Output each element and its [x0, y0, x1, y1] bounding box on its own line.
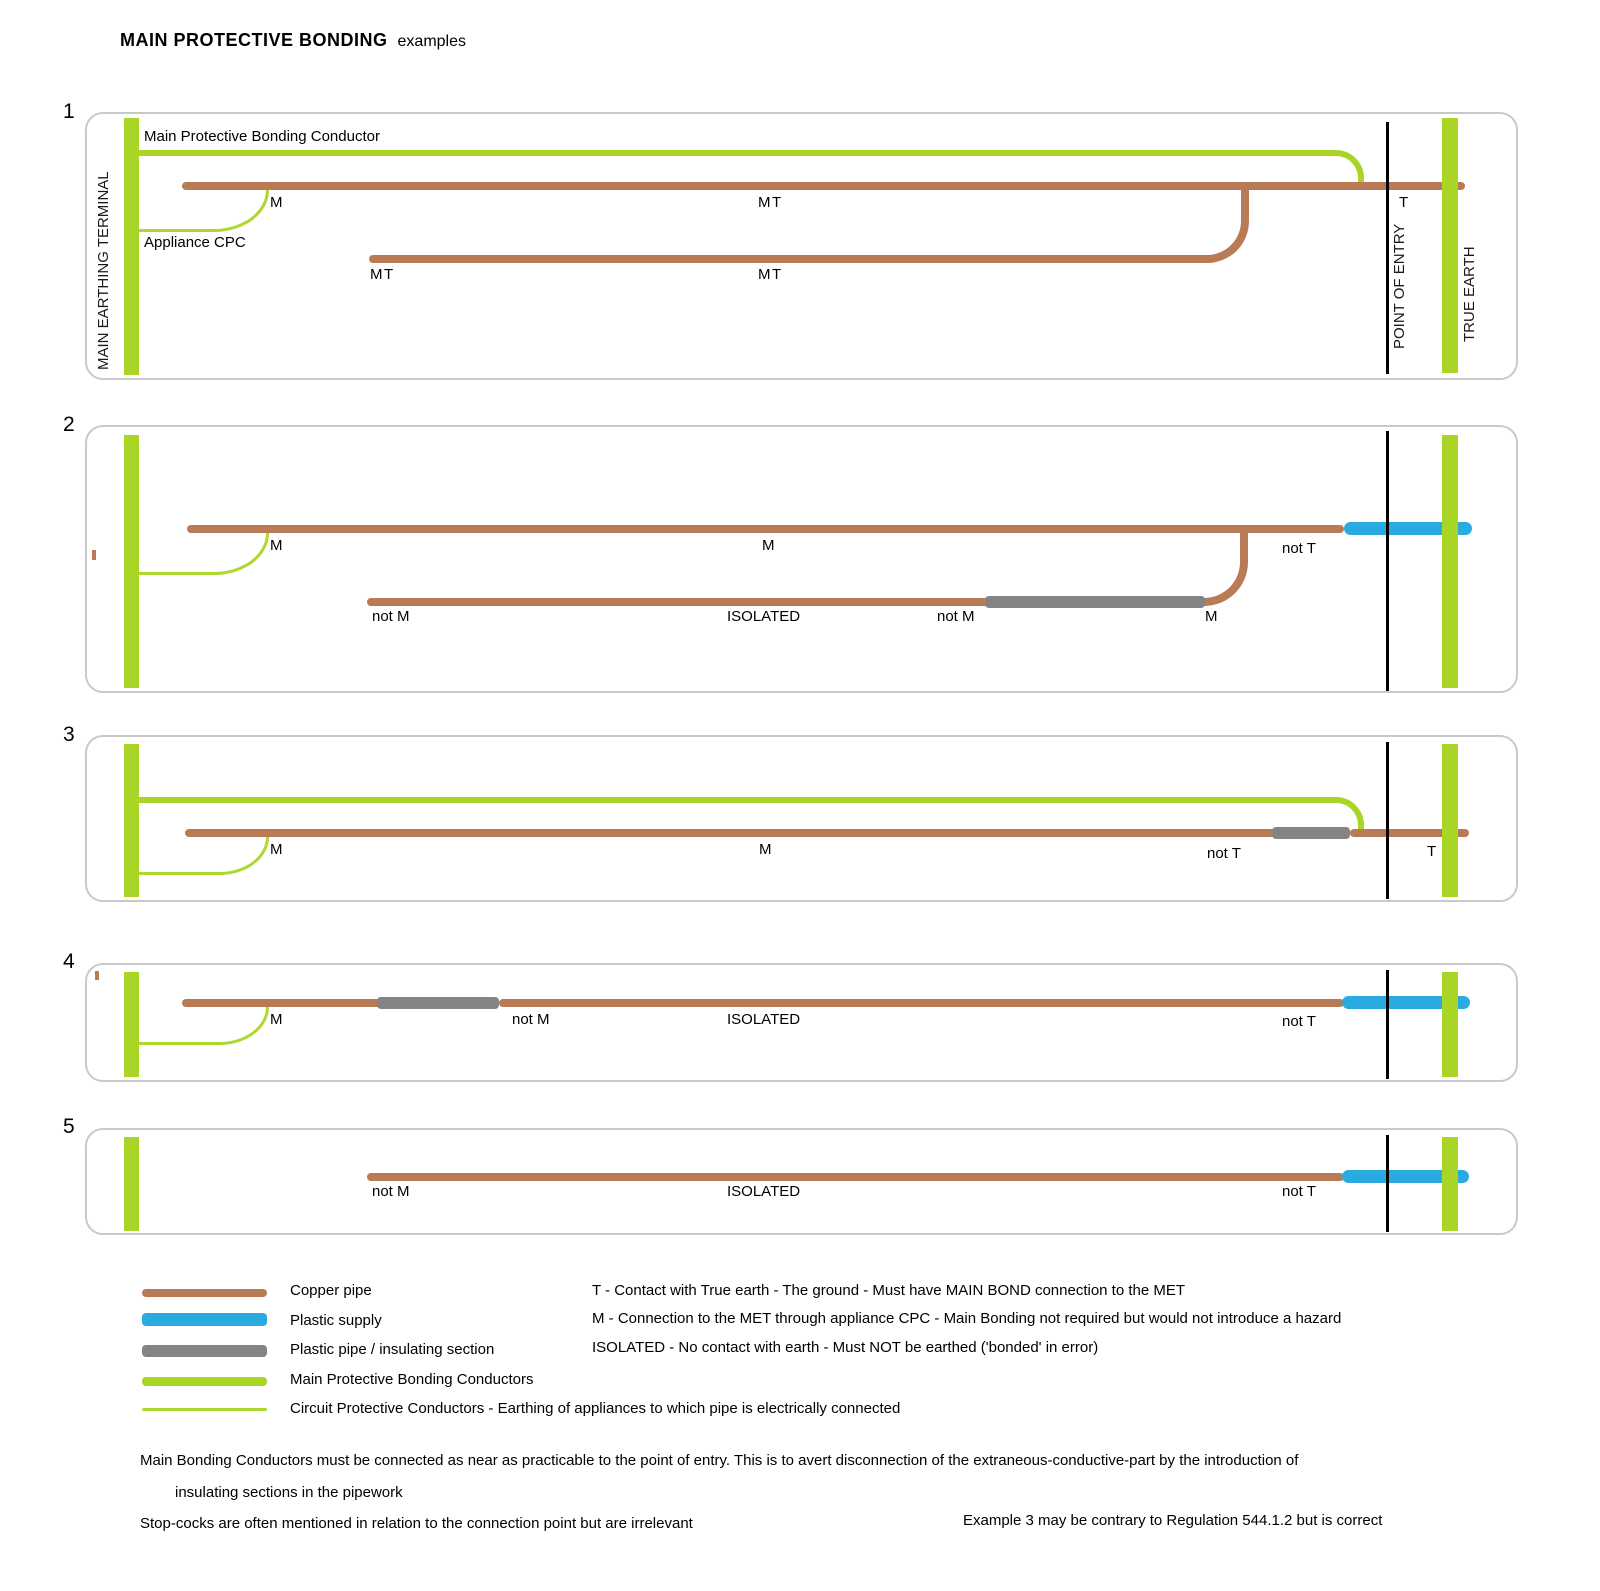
- appliance-cpc-label: Appliance CPC: [144, 234, 246, 251]
- pipe-label-t: T: [1427, 843, 1437, 860]
- note-stop-cocks: Stop-cocks are often mentioned in relati…: [140, 1515, 693, 1532]
- true-earth-bar: [1442, 435, 1458, 688]
- definition-m: M - Connection to the MET through applia…: [592, 1310, 1342, 1327]
- main-earthing-terminal-bar: [124, 118, 139, 375]
- copper-pipe: [367, 1173, 1344, 1181]
- cpc-swatch: [142, 1408, 267, 1411]
- true-earth-label: TRUE EARTH: [1461, 246, 1478, 342]
- page-title-main: MAIN PROTECTIVE BONDING: [120, 30, 388, 50]
- pipe-label-m: M: [270, 1011, 283, 1028]
- pipe-label-not-t: not T: [1282, 1013, 1316, 1030]
- main-earthing-terminal-bar: [124, 972, 139, 1077]
- copper-tick: [95, 971, 99, 980]
- main-earthing-terminal-bar: [124, 1137, 139, 1231]
- plastic-supply-legend-label: Plastic supply: [290, 1312, 382, 1329]
- pipe2-label-not-m: not M: [372, 608, 410, 625]
- cpc-legend-label: Circuit Protective Conductors - Earthing…: [290, 1400, 901, 1417]
- point-of-entry-label: POINT OF ENTRY: [1391, 223, 1408, 349]
- main-earthing-terminal-label: MAIN EARTHING TERMINAL: [95, 171, 112, 370]
- pipe-label-isolated: ISOLATED: [727, 1183, 801, 1200]
- pipe-label-mt: MT: [758, 194, 783, 211]
- pipe-label-m: M: [270, 194, 283, 211]
- main-bonding-conductor-line: [139, 150, 1364, 188]
- copper-pipe-right: [1350, 829, 1469, 837]
- note-example-3: Example 3 may be contrary to Regulation …: [963, 1512, 1383, 1529]
- point-of-entry-line: [1386, 1135, 1389, 1232]
- pipe2-label-not-m2: not M: [937, 608, 975, 625]
- copper-pipe-upper: [182, 182, 1465, 190]
- panel-3-number: 3: [63, 723, 75, 746]
- copper-pipe-lower: [369, 255, 1211, 263]
- true-earth-bar: [1442, 118, 1458, 373]
- copper-pipe-upper: [187, 525, 1344, 533]
- note-main-bonding-line1: Main Bonding Conductors must be connecte…: [140, 1452, 1299, 1469]
- copper-branch-elbow: [1207, 188, 1249, 263]
- main-earthing-terminal-bar: [124, 435, 139, 688]
- panel-4-number: 4: [63, 950, 75, 973]
- copper-pipe-left: [182, 999, 382, 1007]
- example-panel-3: M M not T T: [85, 735, 1518, 902]
- pipe-label-m: M: [270, 537, 283, 554]
- pipe2-label-isolated: ISOLATED: [727, 608, 801, 625]
- mpbc-label: Main Protective Bonding Conductor: [144, 128, 380, 145]
- note-main-bonding-line2: insulating sections in the pipework: [175, 1484, 403, 1501]
- pipe-label-m-mid: M: [762, 537, 775, 554]
- main-earthing-terminal-bar: [124, 744, 139, 897]
- point-of-entry-line: [1386, 122, 1389, 374]
- plastic-supply-section: [1344, 522, 1472, 535]
- insulating-section: [985, 596, 1205, 608]
- page-title: MAIN PROTECTIVE BONDING examples: [120, 30, 466, 51]
- true-earth-bar: [1442, 972, 1458, 1077]
- point-of-entry-line: [1386, 970, 1389, 1079]
- example-panel-1: MAIN EARTHING TERMINAL Main Protective B…: [85, 112, 1518, 380]
- copper-pipe-mid: [499, 999, 1344, 1007]
- pipe-label-not-t: not T: [1282, 540, 1316, 557]
- panel-1-number: 1: [63, 100, 75, 123]
- example-panel-4: M not M ISOLATED not T: [85, 963, 1518, 1082]
- main-bonding-conductor-line: [139, 797, 1364, 833]
- pipe2-label-mt-mid: MT: [758, 266, 783, 283]
- copper-pipe-swatch: [142, 1289, 267, 1297]
- pipe-label-isolated: ISOLATED: [727, 1011, 801, 1028]
- true-earth-bar: [1442, 1137, 1458, 1231]
- plastic-supply-section: [1342, 996, 1470, 1009]
- plastic-pipe-swatch: [142, 1345, 267, 1357]
- definition-t: T - Contact with True earth - The ground…: [592, 1282, 1186, 1299]
- pipe-label-not-m: not M: [372, 1183, 410, 1200]
- example-panel-2: M M not T not M ISOLATED not M M: [85, 425, 1518, 693]
- panel-2-number: 2: [63, 413, 75, 436]
- insulating-section: [377, 997, 499, 1009]
- copper-branch-elbow: [1204, 531, 1248, 606]
- pipe-label-m-mid: M: [759, 841, 772, 858]
- appliance-cpc-curve: [139, 533, 269, 575]
- main-bonding-legend-label: Main Protective Bonding Conductors: [290, 1371, 534, 1388]
- page-title-suffix: examples: [397, 33, 466, 50]
- pipe-label-t: T: [1399, 194, 1409, 211]
- copper-pipe-legend-label: Copper pipe: [290, 1282, 372, 1299]
- pipe-label-not-t: not T: [1282, 1183, 1316, 1200]
- insulating-section: [1272, 827, 1350, 839]
- example-panel-5: not M ISOLATED not T: [85, 1128, 1518, 1235]
- appliance-cpc-curve: [139, 190, 269, 232]
- pipe-label-not-t: not T: [1207, 845, 1241, 862]
- plastic-supply-section: [1342, 1170, 1469, 1183]
- pipe-label-m-left: M: [270, 841, 283, 858]
- panel-5-number: 5: [63, 1115, 75, 1138]
- copper-pipe-lower: [367, 598, 989, 606]
- point-of-entry-line: [1386, 742, 1389, 899]
- plastic-supply-swatch: [142, 1313, 267, 1326]
- pipe2-label-m: M: [1205, 608, 1218, 625]
- true-earth-bar: [1442, 744, 1458, 897]
- definition-isolated: ISOLATED - No contact with earth - Must …: [592, 1339, 1099, 1356]
- appliance-cpc-curve: [139, 837, 269, 875]
- pipe2-label-mt-left: MT: [370, 266, 395, 283]
- copper-tick: [92, 550, 96, 560]
- point-of-entry-line: [1386, 431, 1389, 691]
- main-bonding-swatch: [142, 1377, 267, 1386]
- appliance-cpc-curve: [139, 1007, 269, 1045]
- pipe-label-not-m: not M: [512, 1011, 550, 1028]
- copper-pipe-left: [185, 829, 1275, 837]
- plastic-pipe-legend-label: Plastic pipe / insulating section: [290, 1341, 495, 1358]
